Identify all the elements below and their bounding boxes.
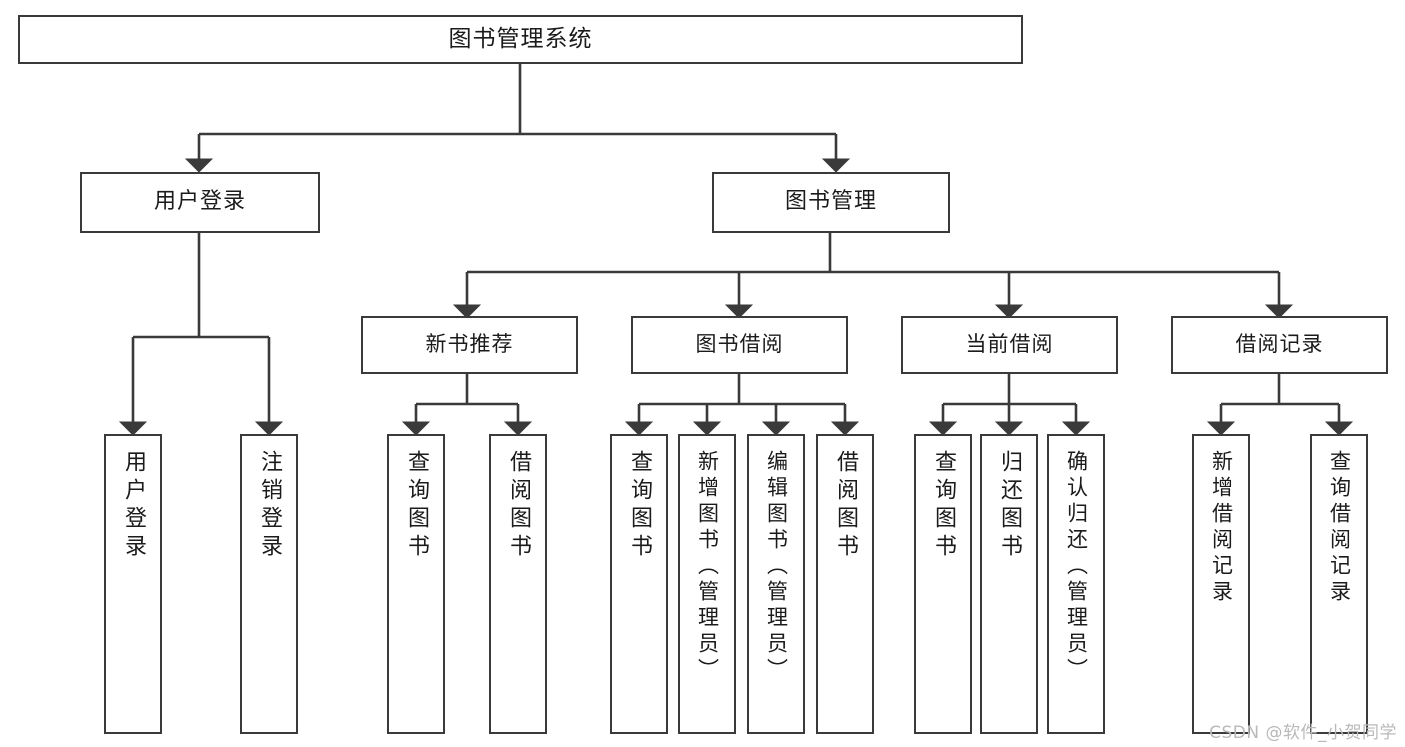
node-label: 当前借阅 [965,332,1054,357]
leaf-confirm-return-admin[interactable]: 确认归还（管理员） [1047,434,1105,734]
node-label: 借阅记录 [1235,332,1324,357]
node-label: 查询借阅记录 [1327,450,1352,606]
node-book-borrow[interactable]: 图书借阅 [631,316,848,374]
node-borrow-record[interactable]: 借阅记录 [1171,316,1388,374]
node-label: 借阅图书 [506,450,531,562]
node-label: 编辑图书（管理员） [764,450,789,684]
leaf-borrow-book[interactable]: 借阅图书 [816,434,874,734]
node-user-login[interactable]: 用户登录 [80,172,320,233]
node-label: 新增借阅记录 [1209,450,1234,606]
node-label: 图书管理 [784,189,877,215]
node-label: 确认归还（管理员） [1064,450,1089,684]
leaf-query-borrow-record[interactable]: 查询借阅记录 [1310,434,1368,734]
node-label: 查询图书 [404,450,429,562]
leaf-edit-book-admin[interactable]: 编辑图书（管理员） [747,434,805,734]
leaf-add-borrow-record[interactable]: 新增借阅记录 [1192,434,1250,734]
leaf-query-book-borrow[interactable]: 查询图书 [610,434,668,734]
node-new-book-recommend[interactable]: 新书推荐 [361,316,578,374]
leaf-query-book-current[interactable]: 查询图书 [914,434,972,734]
node-label: 查询图书 [931,450,956,562]
leaf-return-book[interactable]: 归还图书 [980,434,1038,734]
leaf-logout[interactable]: 注销登录 [240,434,298,734]
node-label: 新书推荐 [425,332,514,357]
node-current-borrow[interactable]: 当前借阅 [901,316,1118,374]
node-label: 图书管理系统 [448,25,593,52]
node-book-management[interactable]: 图书管理 [712,172,950,233]
node-label: 查询图书 [627,450,652,562]
node-label: 新增图书（管理员） [695,450,720,684]
csdn-watermark: CSDN @软件_小贺同学 [1209,723,1397,743]
node-label: 借阅图书 [833,450,858,562]
node-root-library-system[interactable]: 图书管理系统 [18,15,1023,64]
node-label: 用户登录 [121,450,146,562]
node-label: 注销登录 [257,450,282,562]
leaf-add-book-admin[interactable]: 新增图书（管理员） [678,434,736,734]
node-label: 图书借阅 [695,332,784,357]
leaf-borrow-book-recommend[interactable]: 借阅图书 [489,434,547,734]
node-label: 用户登录 [153,189,246,215]
leaf-query-book-recommend[interactable]: 查询图书 [387,434,445,734]
node-label: 归还图书 [997,450,1022,562]
leaf-user-login[interactable]: 用户登录 [104,434,162,734]
